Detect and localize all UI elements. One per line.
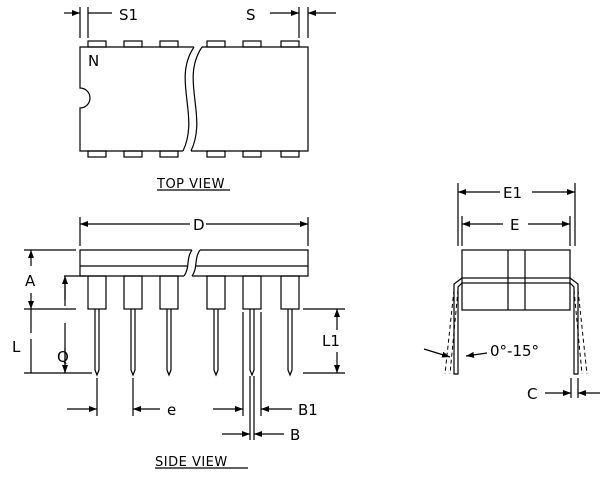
- lead-tail: [249, 309, 255, 377]
- label-side-view: SIDE VIEW: [155, 455, 228, 470]
- lead-shoulder: [159, 275, 179, 310]
- side-body-left: [79, 249, 192, 277]
- end-body-lower: [461, 282, 571, 311]
- package-body-left: [79, 46, 194, 152]
- label-e: E: [510, 216, 519, 234]
- bottom-pin: [206, 150, 226, 158]
- lead-tail: [94, 309, 100, 377]
- label-q: Q: [57, 348, 69, 366]
- lead-shoulder: [206, 275, 226, 310]
- top-pin: [159, 40, 179, 48]
- end-lead-left: [453, 277, 463, 375]
- label-b: B: [290, 426, 300, 444]
- lead-shoulder: [87, 275, 107, 310]
- label-a: A: [25, 272, 36, 290]
- label-c: C: [527, 385, 537, 403]
- label-l: L: [12, 338, 21, 356]
- lead-tail: [166, 309, 172, 377]
- lead-tail: [287, 309, 293, 377]
- lead-splay-lines: [444, 289, 588, 375]
- label-l1: L1: [322, 332, 340, 350]
- label-s: S: [246, 6, 256, 24]
- top-pin: [242, 40, 262, 48]
- lead-tail: [213, 309, 219, 377]
- package-body-right: [191, 46, 309, 152]
- top-pin: [123, 40, 143, 48]
- side-body-right: [192, 249, 309, 277]
- bottom-pin: [87, 150, 107, 158]
- end-view: [423, 183, 600, 398]
- top-pin: [206, 40, 226, 48]
- top-pin: [280, 40, 300, 48]
- label-e-pitch: e: [167, 401, 176, 419]
- label-angle: 0°-15°: [490, 342, 539, 360]
- break-line: [190, 46, 203, 152]
- end-lead-right: [569, 277, 579, 375]
- side-view: [24, 217, 345, 469]
- bottom-pin: [159, 150, 179, 158]
- end-body-upper: [461, 249, 571, 279]
- top-view: [64, 7, 336, 191]
- label-b1: B1: [298, 401, 318, 419]
- lead-shoulder: [242, 275, 262, 310]
- label-d: D: [193, 216, 205, 234]
- label-n-pin1-marker: N: [88, 52, 99, 70]
- break-line: [182, 46, 195, 152]
- lead-tail: [130, 309, 136, 377]
- lead-shoulder: [280, 275, 300, 310]
- label-e1: E1: [503, 184, 522, 202]
- lead-shoulder: [123, 275, 143, 310]
- bottom-pin: [242, 150, 262, 158]
- top-pin: [87, 40, 107, 48]
- bottom-pin: [280, 150, 300, 158]
- label-top-view: TOP VIEW: [156, 177, 225, 192]
- label-s1: S1: [119, 6, 138, 24]
- bottom-pin: [123, 150, 143, 158]
